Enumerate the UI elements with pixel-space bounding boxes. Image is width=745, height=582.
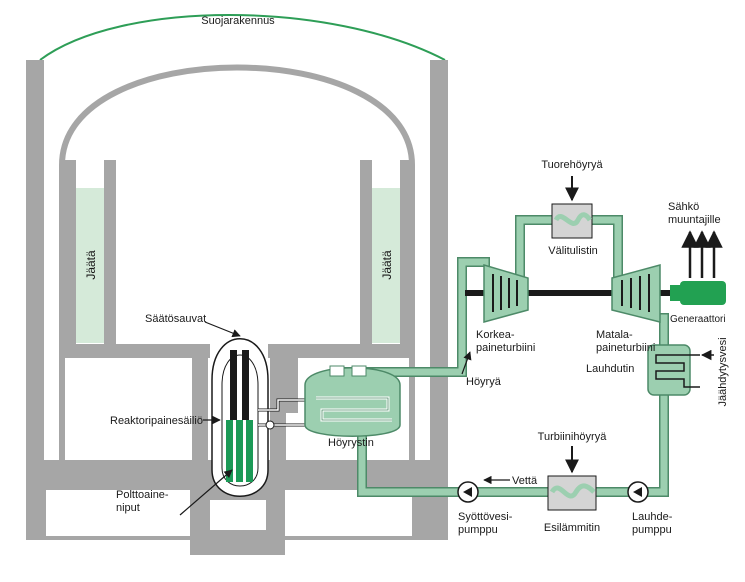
reheater — [551, 176, 593, 239]
reheater-coil — [553, 212, 593, 226]
generator-body — [680, 281, 726, 305]
preheater-box — [547, 475, 597, 511]
electricity-label-1: Sähkö — [668, 201, 699, 213]
base-left-block — [26, 490, 46, 540]
operating-floor-left — [62, 344, 210, 358]
preheater-coil — [549, 483, 596, 499]
fuel-bundle — [236, 420, 243, 482]
outer-wall-left — [26, 60, 44, 480]
primary-loop-pipe — [258, 399, 316, 411]
pressure-vessel-label: Reaktoripainesäiliö — [110, 415, 203, 427]
reheater-box — [551, 203, 593, 239]
lp-turbine-label-1: Matala- — [596, 329, 633, 341]
control-rods-label: Säätösauvat — [145, 313, 206, 325]
control-rod — [230, 350, 237, 420]
lp-turbine-label-2: paineturbiini — [596, 342, 655, 354]
condensate-pump — [627, 481, 649, 503]
condensate-pump-label-2: pumppu — [632, 524, 672, 536]
hp-turbine-label-2: paineturbiini — [476, 342, 535, 354]
ice-bed-right — [372, 188, 400, 343]
secondary-circuit — [335, 215, 669, 497]
cavity-wall-left — [192, 358, 208, 483]
ice-label-left: Jäätä — [84, 250, 98, 280]
ice-compartment-right-inner — [360, 160, 372, 355]
control-rod — [242, 350, 249, 420]
ice-label-right: Jäätä — [380, 250, 394, 280]
containment-label: Suojarakennus — [201, 15, 275, 27]
steam-generator-dome-right — [351, 365, 367, 377]
inner-steel-dome — [59, 64, 415, 460]
condenser-label: Lauhdutin — [586, 363, 634, 375]
fuel-bundles-label-1: Polttoaine- — [116, 489, 169, 501]
sg-room-wall — [286, 358, 298, 413]
feed-water-pump — [457, 481, 479, 503]
turbine-set — [465, 263, 726, 323]
fuel-bundle — [246, 420, 253, 482]
outer-wall-right — [430, 60, 448, 480]
preheater-label: Esilämmitin — [544, 522, 600, 534]
fuel-bundle — [226, 420, 233, 482]
feed-pump-label-2: pumppu — [458, 524, 498, 536]
steam-generator — [304, 365, 401, 437]
cooling-water-label: Jäähdytysvesi — [717, 337, 729, 406]
base-pit-hole — [210, 500, 266, 530]
condenser — [647, 344, 714, 396]
base-foundation-left — [26, 536, 196, 540]
water-label: Vettä — [512, 475, 538, 487]
reactor-pressure-vessel — [211, 338, 316, 497]
primary-pump-icon — [265, 420, 275, 430]
fuel-bundles-label-2: niput — [116, 502, 140, 514]
ice-compartment-right-wall — [400, 160, 414, 355]
cavity-wall-right — [270, 358, 286, 483]
ice-compartment-left-wall — [62, 160, 76, 355]
containment-dome-line — [39, 14, 446, 61]
hp-turbine — [483, 263, 529, 323]
turbine-steam-label: Turbiinihöyryä — [538, 431, 608, 443]
lp-turbine-blades — [621, 274, 650, 312]
steam-label: Höyryä — [466, 376, 502, 388]
hp-turbine-label-1: Korkea- — [476, 329, 515, 341]
turbine-shaft — [465, 290, 670, 296]
annotation-arrows — [179, 230, 723, 516]
steam-generator-label: Höyrystin — [328, 437, 374, 449]
generator-end — [670, 285, 682, 301]
condenser-shell — [647, 344, 691, 396]
condenser-coil — [655, 354, 700, 388]
preheater — [547, 446, 597, 511]
electricity-label-2: muuntajille — [668, 214, 721, 226]
base-right-block — [412, 490, 448, 540]
generator-label: Generaattori — [670, 314, 726, 325]
ice-compartment-left-inner — [104, 160, 116, 355]
condensate-pump-label-1: Lauhde- — [632, 511, 673, 523]
steam-generator-shell — [304, 367, 401, 437]
base-foundation-right — [280, 536, 448, 540]
operating-floor-right — [268, 344, 412, 358]
live-steam-label: Tuorehöyryä — [541, 159, 603, 171]
hp-turbine-blades — [492, 274, 518, 312]
steam-generator-dome-left — [329, 365, 345, 377]
feed-pump-label-1: Syöttövesi- — [458, 511, 513, 523]
steam-generator-coil-outline — [316, 397, 392, 421]
reheater-label: Välitulistin — [548, 245, 598, 257]
ice-bed-left — [76, 188, 104, 343]
